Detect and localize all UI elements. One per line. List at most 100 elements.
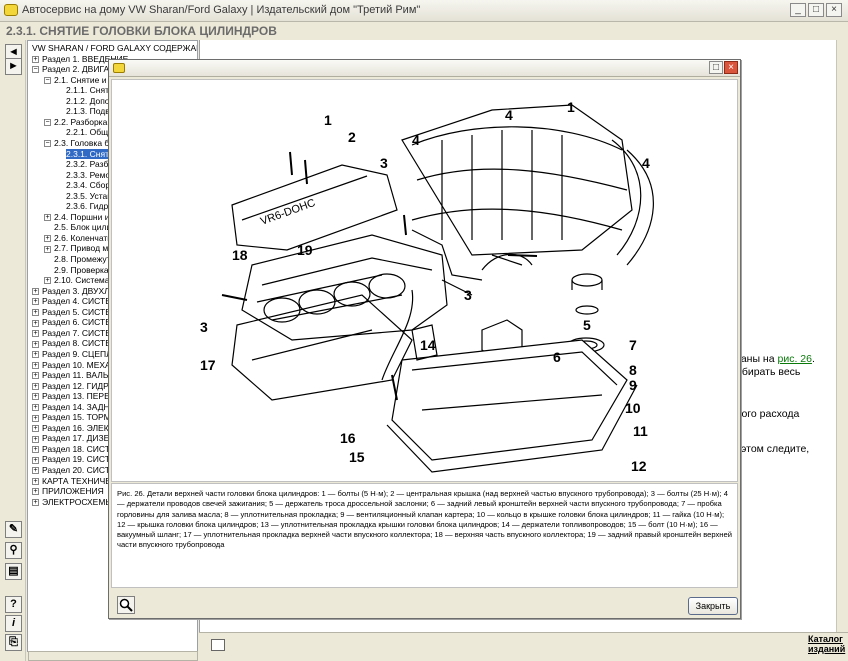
close-popup-button[interactable]: × (724, 61, 738, 74)
tree-item[interactable]: 2.1.1. Сняти (56, 85, 114, 96)
tree-item[interactable]: 2.8. Промежуто (44, 254, 115, 265)
tree-item[interactable]: 2.9. Проверка и (44, 265, 116, 276)
print-icon[interactable]: ▤ (5, 563, 22, 580)
tree-item[interactable]: +Раздел 18. СИСТЕМ (32, 444, 123, 455)
notes-icon[interactable]: ✎ (5, 521, 22, 538)
expand-icon[interactable]: + (32, 414, 39, 422)
tree-item[interactable]: +Раздел 5. СИСТЕМ (32, 307, 118, 318)
tree-item[interactable]: 2.1.3. Подве (56, 106, 114, 117)
expand-icon[interactable]: + (32, 361, 39, 369)
tree-item[interactable]: 2.3.4. Сборк (56, 180, 114, 191)
tree-item[interactable]: −2.3. Головка бл (44, 138, 114, 149)
tree-item[interactable]: 2.3.2. Разбо (56, 159, 113, 170)
document-vertical-scrollbar[interactable] (836, 40, 848, 652)
tree-item[interactable]: +Раздел 7. СИСТЕМ (32, 328, 118, 339)
expand-icon[interactable]: + (32, 393, 39, 401)
tree-horizontal-scrollbar[interactable] (28, 651, 198, 661)
tree-item[interactable]: +Раздел 1. ВВЕДЕНИЕ (32, 54, 128, 65)
maximize-button[interactable]: □ (808, 3, 824, 17)
expand-icon[interactable]: + (32, 446, 39, 454)
tree-item[interactable]: +Раздел 10. МЕХАН (32, 360, 117, 371)
collapse-icon[interactable]: − (44, 76, 51, 84)
tree-item[interactable]: +Раздел 19. СИСТЕМ (32, 454, 123, 465)
expand-icon[interactable]: + (32, 498, 39, 506)
tree-item[interactable]: 2.3.6. Гидра (56, 201, 113, 212)
tree-item[interactable]: −2.2. Разборка и (44, 117, 114, 128)
expand-icon[interactable]: + (32, 488, 39, 496)
doc-text-line: вого расхода (736, 408, 800, 420)
forward-arrow-icon[interactable]: ► (5, 58, 22, 75)
tree-item[interactable]: +Раздел 15. ТОРМО (32, 412, 117, 423)
tree-item[interactable]: +Раздел 11. ВАЛЫ П (32, 370, 119, 381)
expand-icon[interactable]: + (32, 298, 39, 306)
tree-item[interactable]: +ПРИЛОЖЕНИЯ (32, 486, 104, 497)
tree-item[interactable]: +КАРТА ТЕХНИЧЕС (32, 476, 117, 487)
tree-item-label: 2.3.6. Гидра (66, 201, 113, 212)
expand-icon[interactable]: + (32, 309, 39, 316)
tree-item[interactable]: +ЭЛЕКТРОСХЕМЫ (32, 497, 113, 508)
maximize-popup-button[interactable]: □ (709, 61, 723, 74)
expand-icon[interactable]: + (32, 319, 39, 327)
catalog-link[interactable]: Каталог изданий (808, 634, 846, 654)
expand-icon[interactable]: + (32, 403, 39, 411)
tree-item[interactable]: +Раздел 3. ДВУХЛИ (32, 286, 116, 297)
export-icon[interactable]: ⎘ (5, 634, 22, 651)
tree-item[interactable]: +Раздел 20. СИСТЕМ (32, 465, 123, 476)
expand-icon[interactable]: + (32, 456, 39, 464)
minimize-button[interactable]: _ (790, 3, 806, 17)
figure-link[interactable]: рис. 26 (777, 353, 812, 365)
tree-item[interactable]: +Раздел 4. СИСТЕМ (32, 296, 118, 307)
tree-item-label: Раздел 14. ЗАДНЯ (42, 401, 116, 412)
doc-text: . (811, 353, 815, 365)
expand-icon[interactable]: + (32, 340, 39, 348)
tree-item[interactable]: VW SHARAN / FORD GALAXY СОДЕРЖАНИ (32, 43, 197, 54)
info-icon[interactable]: i (5, 615, 22, 632)
page-icon[interactable] (211, 639, 225, 651)
tree-item-label: Раздел 7. СИСТЕМ (42, 327, 118, 338)
close-window-button[interactable]: × (826, 3, 842, 17)
help-icon[interactable]: ? (5, 596, 22, 613)
expand-icon[interactable]: + (32, 382, 39, 390)
tree-item[interactable]: 2.2.1. Общи (56, 127, 113, 138)
tree-item[interactable]: +2.7. Привод ме (44, 243, 113, 254)
close-button[interactable]: Закрыть (688, 597, 738, 615)
tree-item[interactable]: +Раздел 16. ЭЛЕКТ (32, 423, 114, 434)
collapse-icon[interactable]: − (32, 66, 39, 74)
tree-item[interactable]: +Раздел 9. СЦЕПЛЕ (32, 349, 117, 360)
tree-item[interactable]: 2.5. Блок цилин (44, 222, 116, 233)
expand-icon[interactable]: + (32, 330, 39, 338)
collapse-icon[interactable]: − (44, 140, 51, 148)
tree-item[interactable]: 2.3.3. Ремо (56, 170, 110, 181)
expand-icon[interactable]: + (32, 435, 39, 443)
tree-item[interactable]: +2.4. Поршни и ш (44, 212, 119, 223)
expand-icon[interactable]: + (32, 372, 39, 380)
tree-item[interactable]: +2.6. Коленчаты (44, 233, 113, 244)
expand-icon[interactable]: + (32, 351, 39, 359)
tree-item[interactable]: −2.1. Снятие и ус (44, 75, 117, 86)
tree-item[interactable]: 2.3.5. Устан (56, 191, 112, 202)
tree-item[interactable]: +Раздел 14. ЗАДНЯ (32, 402, 116, 413)
tree-item-label: 2.3.5. Устан (66, 190, 112, 201)
tree-item[interactable]: 2.3.1. Сняти (56, 148, 114, 160)
expand-icon[interactable]: + (32, 287, 39, 295)
expand-icon[interactable]: + (44, 277, 51, 285)
tree-item[interactable]: −Раздел 2. ДВИГАТ (32, 64, 114, 75)
expand-icon[interactable]: + (44, 245, 51, 253)
tree-item[interactable]: +Раздел 8. СИСТЕМ (32, 338, 118, 349)
collapse-icon[interactable]: − (44, 119, 51, 127)
tree-item[interactable]: +Раздел 12. ГИДРО (32, 381, 115, 392)
tree-item[interactable]: 2.1.2. Допо (56, 96, 110, 107)
zoom-icon[interactable] (117, 596, 135, 614)
tree-item[interactable]: +Раздел 13. ПЕРЕД (32, 391, 116, 402)
search-icon[interactable]: ⚲ (5, 542, 22, 559)
tree-item[interactable]: +Раздел 6. СИСТЕМ (32, 317, 118, 328)
expand-icon[interactable]: + (32, 425, 39, 433)
tree-item[interactable]: +2.10. Система е (44, 275, 117, 286)
expand-icon[interactable]: + (32, 467, 39, 475)
tree-item[interactable]: +Раздел 17. ДИЗЕЛ (32, 433, 115, 444)
popup-footer: Закрыть (111, 590, 738, 618)
expand-icon[interactable]: + (44, 235, 51, 243)
expand-icon[interactable]: + (32, 477, 39, 485)
expand-icon[interactable]: + (32, 55, 39, 63)
expand-icon[interactable]: + (44, 214, 51, 222)
